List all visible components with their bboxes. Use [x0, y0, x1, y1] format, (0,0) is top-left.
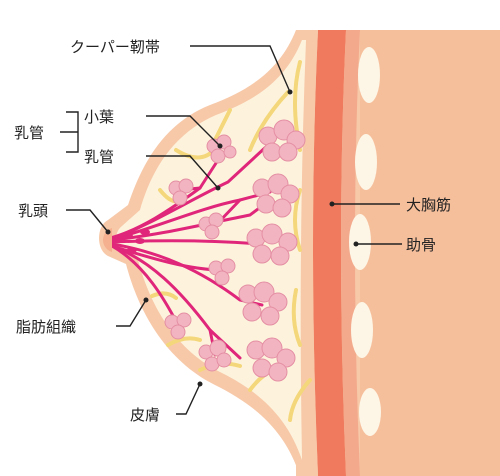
lobule-2: [258, 119, 306, 162]
pectoralis-muscle: [313, 30, 346, 476]
rib-4: [351, 302, 373, 358]
label-lobule: 小葉: [84, 108, 114, 126]
bone-area: [360, 30, 500, 476]
lobule-3: [168, 178, 194, 206]
lobule-4: [252, 173, 300, 218]
label-cooper-ligament: クーパー靭帯: [70, 38, 160, 56]
lobule-10: [198, 339, 232, 372]
lobule-11: [246, 337, 296, 382]
duct-ampullae: [123, 229, 150, 253]
lobule-5: [198, 212, 224, 240]
lobule-6: [246, 223, 298, 266]
lobule-1: [206, 134, 237, 164]
label-rib: 助骨: [406, 236, 436, 254]
nipple-tip: [103, 228, 112, 252]
label-skin: 皮膚: [130, 406, 160, 424]
lobule-9: [164, 312, 192, 340]
leader-lines: [60, 45, 402, 415]
rib-1: [358, 47, 380, 103]
lobules: [164, 119, 306, 382]
rib-5: [359, 388, 381, 436]
rib-2: [355, 134, 377, 190]
label-nipple: 乳頭: [18, 202, 48, 220]
label-pectoralis: 大胸筋: [406, 196, 451, 214]
label-duct-group: 乳管: [14, 124, 44, 142]
label-adipose: 脂肪組織: [16, 318, 76, 336]
label-duct: 乳管: [84, 148, 114, 166]
rib-3: [349, 214, 371, 270]
lobule-7: [208, 258, 236, 286]
lobule-8: [238, 281, 288, 326]
